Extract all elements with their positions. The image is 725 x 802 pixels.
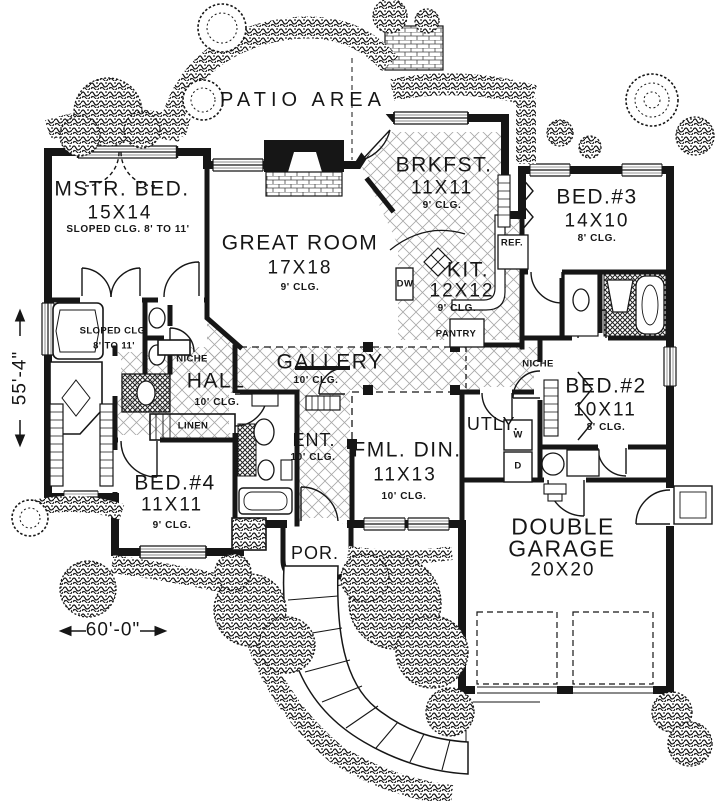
room-label-great-room: GREAT ROOM — [221, 231, 379, 255]
feature-label-ref: REF. — [500, 237, 524, 249]
room-clg-ent: 10' CLG. — [290, 452, 336, 463]
dimension-width: 60'-0" — [85, 619, 141, 641]
mstr-bath-clg-line2: 8' TO 11' — [93, 340, 135, 352]
room-clg-brkfst: 9' CLG. — [422, 200, 462, 211]
room-label-bed2: BED.#2 — [565, 374, 647, 398]
entry-walkway — [282, 565, 469, 775]
room-dim-bed3: 14X10 — [564, 210, 630, 232]
room-dim-fml-din: 11X13 — [373, 464, 437, 486]
room-label-utly: UTLY. — [466, 414, 520, 434]
room-dim-kit: 12X12 — [429, 280, 495, 302]
room-clg-kit: 9' CLG. — [437, 303, 477, 314]
room-dim-mstr-bed: 15X14 — [87, 202, 153, 224]
room-label-bed3: BED.#3 — [556, 185, 638, 209]
room-label-porch: POR. — [290, 543, 340, 563]
feature-label-dw: DW — [396, 278, 414, 290]
dimension-depth: 55'-4" — [9, 350, 31, 406]
room-clg-bed3: 8' CLG. — [577, 233, 617, 244]
vegetation — [11, 0, 715, 802]
room-dim-brkfst: 11X11 — [410, 177, 474, 199]
mstr-bath-clg-line1: SLOPED CLG. — [79, 325, 149, 337]
room-dim-great-room: 17X18 — [267, 257, 333, 279]
room-label-fml-din: FML. DIN. — [352, 438, 462, 462]
room-clg-mstr-bed: SLOPED CLG. 8' TO 11' — [66, 224, 190, 235]
room-label-brkfst: BRKFST. — [395, 153, 493, 177]
feature-label-linen: LINEN — [177, 420, 209, 432]
room-label-mstr-bed: MSTR. BED. — [54, 177, 190, 201]
room-clg-gallery: 10' CLG. — [293, 375, 339, 386]
room-label-kit: KIT. — [446, 258, 490, 282]
room-label-bed4: BED.#4 — [134, 471, 216, 495]
room-label-hall: HALL — [186, 369, 246, 393]
room-dim-garage: 20X20 — [530, 559, 596, 581]
feature-label-pantry: PANTRY — [435, 328, 477, 340]
feature-label-dryer: D — [514, 460, 522, 472]
patio-area-label: PATIO AREA — [220, 89, 386, 111]
dimension-arrows — [14, 308, 168, 637]
feature-label-niche-bed2: NICHE — [522, 358, 554, 370]
room-dim-bed4: 11X11 — [140, 494, 204, 516]
room-clg-bed2: 8' CLG. — [586, 422, 626, 433]
room-clg-hall: 10' CLG. — [194, 397, 240, 408]
room-label-garage-line2: GARAGE — [508, 535, 616, 562]
room-clg-great-room: 9' CLG. — [280, 282, 320, 293]
room-label-ent: ENT. — [292, 430, 336, 450]
room-clg-fml-din: 10' CLG. — [381, 491, 427, 502]
fireplace — [264, 140, 344, 197]
fixtures — [49, 25, 713, 744]
feature-label-niche-hall: NICHE — [176, 353, 208, 365]
room-dim-bed2: 10X11 — [573, 399, 637, 421]
room-label-garage-line1: DOUBLE — [511, 513, 615, 540]
room-label-gallery: GALLERY — [276, 350, 384, 374]
feature-label-washer: W — [513, 429, 523, 441]
room-clg-bed4: 9' CLG. — [152, 520, 192, 531]
wall-openings — [80, 112, 676, 696]
